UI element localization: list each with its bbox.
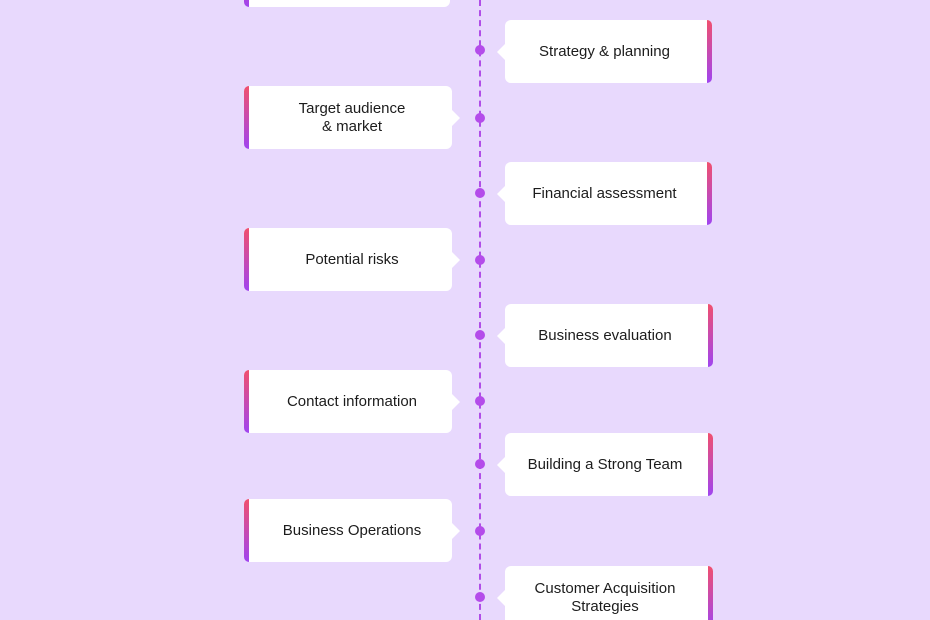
timeline-card-business-operations: Business Operations [244,499,460,562]
card-label: Potential risks [305,250,399,268]
card-label: Strategy & planning [539,42,670,60]
card-label: Business Operations [282,521,422,539]
timeline-card-financial-assessment: Financial assessment [497,162,712,225]
timeline-card-contact-information: Contact information [244,370,460,433]
timeline-dot-4 [475,255,485,265]
timeline-card-customer-acquisition: Customer Acquisition Strategies [497,566,713,620]
timeline-card-business-evaluation: Business evaluation [497,304,713,367]
timeline-card-potential-risks: Potential risks [244,228,460,291]
timeline-card-top-partial [244,0,450,7]
timeline-dot-9 [475,592,485,602]
timeline-dot-8 [475,526,485,536]
timeline-card-strong-team: Building a Strong Team [497,433,713,496]
timeline-card-target-audience: Target audience & market [244,86,460,149]
card-label: Contact information [286,392,418,410]
timeline-dot-2 [475,113,485,123]
card-label: Business evaluation [538,326,672,344]
timeline-dot-5 [475,330,485,340]
timeline-dot-6 [475,396,485,406]
timeline-dot-1 [475,45,485,55]
card-label: Customer Acquisition Strategies [534,579,676,615]
timeline-dot-3 [475,188,485,198]
card-label: Target audience & market [298,99,406,135]
timeline-card-strategy-planning: Strategy & planning [497,20,712,83]
card-label: Financial assessment [532,184,677,202]
card-label: Building a Strong Team [527,455,683,473]
timeline-axis [479,0,481,620]
timeline-dot-7 [475,459,485,469]
